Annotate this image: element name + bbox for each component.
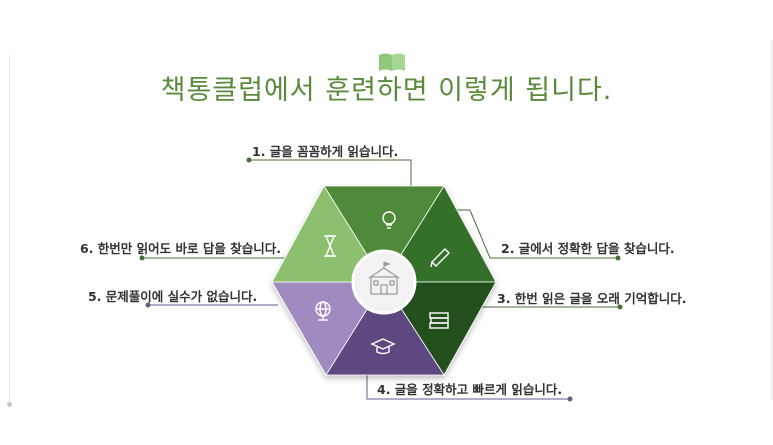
item-label-5: 5. 문제풀이에 실수가 없습니다.	[88, 289, 258, 304]
item-label-6: 6. 한번만 읽어도 바로 답을 찾습니다.	[80, 241, 281, 256]
graduation-cap-icon	[370, 338, 396, 355]
connector-dot-4	[567, 396, 573, 402]
book-icon	[379, 53, 405, 71]
lightbulb-icon	[382, 211, 396, 229]
item-label-4: 4. 글을 정확하고 빠르게 읽습니다.	[377, 382, 563, 397]
pencil-icon	[430, 248, 450, 268]
item-label-1: 1. 글을 꼼꼼하게 읽습니다.	[252, 144, 399, 159]
connector-dot-2	[615, 255, 621, 261]
left-dot	[7, 402, 12, 407]
left-rule	[9, 55, 10, 405]
right-edge	[771, 40, 773, 400]
hex-segment-6	[271, 185, 385, 283]
item-label-3: 3. 한번 읽은 글을 오래 기억합니다.	[497, 291, 687, 306]
connector-dot-1	[246, 157, 252, 163]
hourglass-icon	[324, 235, 336, 257]
connector-dot-6	[139, 255, 145, 261]
school-building-icon	[368, 261, 400, 295]
item-label-2: 2. 글에서 정확한 답을 찾습니다.	[501, 241, 675, 256]
connector-dot-5	[145, 302, 151, 308]
connector-2	[447, 209, 618, 259]
connector-dot-3	[617, 304, 623, 310]
books-icon	[429, 312, 449, 329]
connector-4	[366, 372, 570, 400]
page-title: 책통클럽에서 훈련하면 이렇게 됩니다.	[160, 75, 613, 106]
globe-icon	[315, 301, 331, 321]
connector-1	[249, 159, 412, 186]
center-circle	[351, 249, 417, 315]
